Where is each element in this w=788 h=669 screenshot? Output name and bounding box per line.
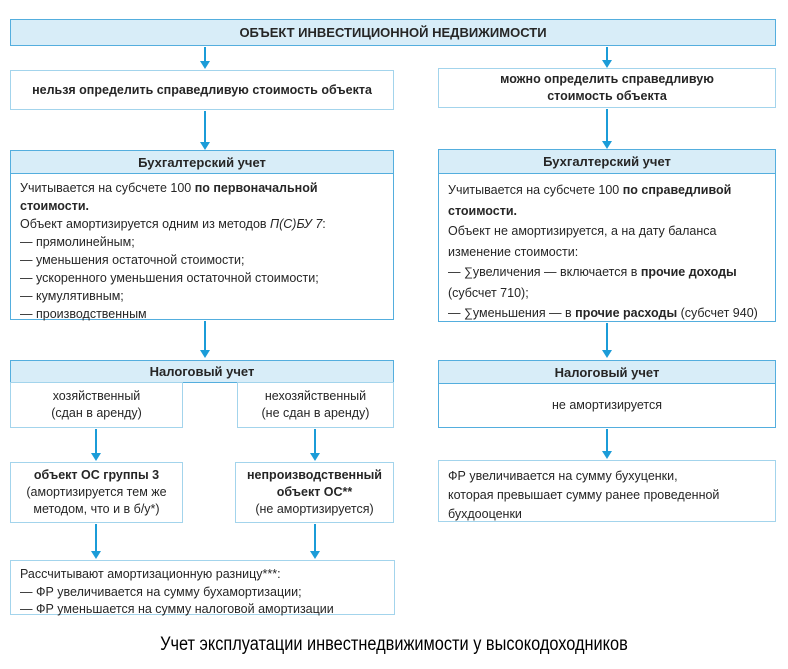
left-accounting-body: Учитывается на субсчете 100 по первонача… bbox=[20, 181, 326, 321]
arrow-os-group3-to-calc bbox=[91, 524, 101, 559]
arrow-head-icon bbox=[91, 453, 101, 461]
arrow-head-icon bbox=[310, 453, 320, 461]
fr-result-node: ФР увеличивается на сумму бухуценки,кото… bbox=[438, 460, 776, 522]
right-condition-node: можно определить справедливую стоимость … bbox=[438, 68, 776, 108]
arrow-nonproductive-to-calc bbox=[310, 524, 320, 559]
calc-difference-node: Рассчитывают амортизационную разницу***:… bbox=[10, 560, 395, 616]
left-tax-header: Налоговый учет bbox=[10, 360, 394, 383]
arrow-head-icon bbox=[200, 142, 210, 150]
right-tax-body: не амортизируется bbox=[552, 398, 662, 412]
arrow-head-icon bbox=[602, 350, 612, 358]
right-accounting-header: Бухгалтерский учет bbox=[439, 150, 775, 174]
arrow-head-icon bbox=[91, 551, 101, 559]
arrow-head-icon bbox=[200, 61, 210, 69]
left-accounting-header: Бухгалтерский учет bbox=[11, 151, 393, 174]
right-tax-header: Налоговый учет bbox=[439, 361, 775, 384]
arrow-left-accounting-to-tax bbox=[200, 321, 210, 358]
arrow-head-icon bbox=[602, 60, 612, 68]
left-tax-noneconomic-node: нехозяйственный(не сдан в аренду) bbox=[237, 382, 394, 428]
left-tax-economic-node: хозяйственный(сдан в аренду) bbox=[10, 382, 183, 428]
arrow-root-to-left-condition bbox=[200, 47, 210, 69]
arrow-head-icon bbox=[602, 141, 612, 149]
right-accounting-node: Бухгалтерский учет Учитывается на субсче… bbox=[438, 149, 776, 322]
arrow-economic-to-os-group3 bbox=[91, 429, 101, 461]
arrow-noneconomic-to-nonproductive bbox=[310, 429, 320, 461]
diagram-caption: Учет эксплуатации инвестнедвижимости у в… bbox=[160, 634, 628, 655]
os-group3-node: объект ОС группы 3(амортизируется тем же… bbox=[10, 462, 183, 523]
arrow-head-icon bbox=[602, 451, 612, 459]
right-accounting-body: Учитывается на субсчете 100 по справедли… bbox=[448, 183, 758, 320]
arrow-right-condition-to-accounting bbox=[602, 109, 612, 149]
left-condition-node: нельзя определить справедливую стоимость… bbox=[10, 70, 394, 110]
arrow-left-condition-to-accounting bbox=[200, 111, 210, 150]
right-tax-node: Налоговый учет не амортизируется bbox=[438, 360, 776, 428]
arrow-head-icon bbox=[310, 551, 320, 559]
arrow-head-icon bbox=[200, 350, 210, 358]
root-node: ОБЪЕКТ ИНВЕСТИЦИОННОЙ НЕДВИЖИМОСТИ bbox=[10, 19, 776, 46]
left-accounting-node: Бухгалтерский учет Учитывается на субсче… bbox=[10, 150, 394, 321]
arrow-right-tax-to-fr-result bbox=[602, 429, 612, 459]
arrow-right-accounting-to-tax bbox=[602, 323, 612, 358]
arrow-root-to-right-condition bbox=[602, 47, 612, 68]
